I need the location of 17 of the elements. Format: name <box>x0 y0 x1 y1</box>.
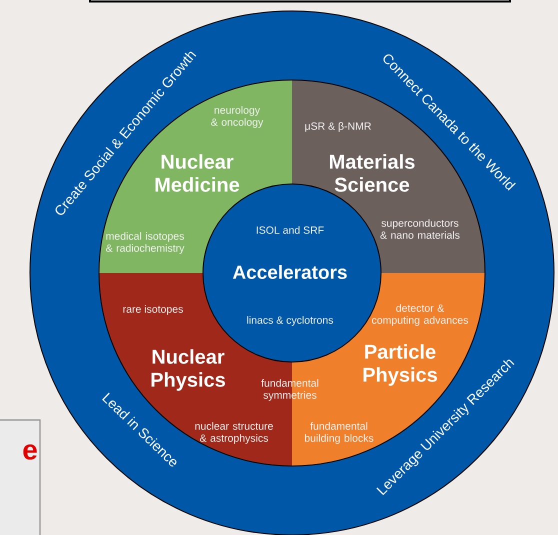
topic-text: superconductors & nano materials <box>380 219 460 239</box>
topic-text: medical isotopes & radiochemistry <box>106 232 184 254</box>
sector-heading: Materials Science <box>330 154 415 192</box>
topic-text: ISOL and SRF <box>256 226 324 234</box>
hub-heading: Accelerators <box>232 265 347 279</box>
topic-text: neurology & oncology <box>211 106 264 128</box>
sector-heading: Nuclear Physics <box>152 349 225 391</box>
topic-text: rare isotopes <box>123 305 183 315</box>
topic-text: linacs & cyclotrons <box>247 316 334 326</box>
topic-text: nuclear structure & astrophysics <box>195 422 273 444</box>
topic-text: fundamental building blocks <box>304 422 374 444</box>
sector-heading: Nuclear Medicine <box>156 154 240 192</box>
topic-text: fundamental symmetries <box>261 379 318 401</box>
topic-text: detector & computing advances <box>372 304 468 326</box>
sector-heading: Particle Physics <box>364 344 437 386</box>
text-box: e <box>0 419 41 535</box>
topic-text: μSR & β-NMR <box>305 122 371 132</box>
